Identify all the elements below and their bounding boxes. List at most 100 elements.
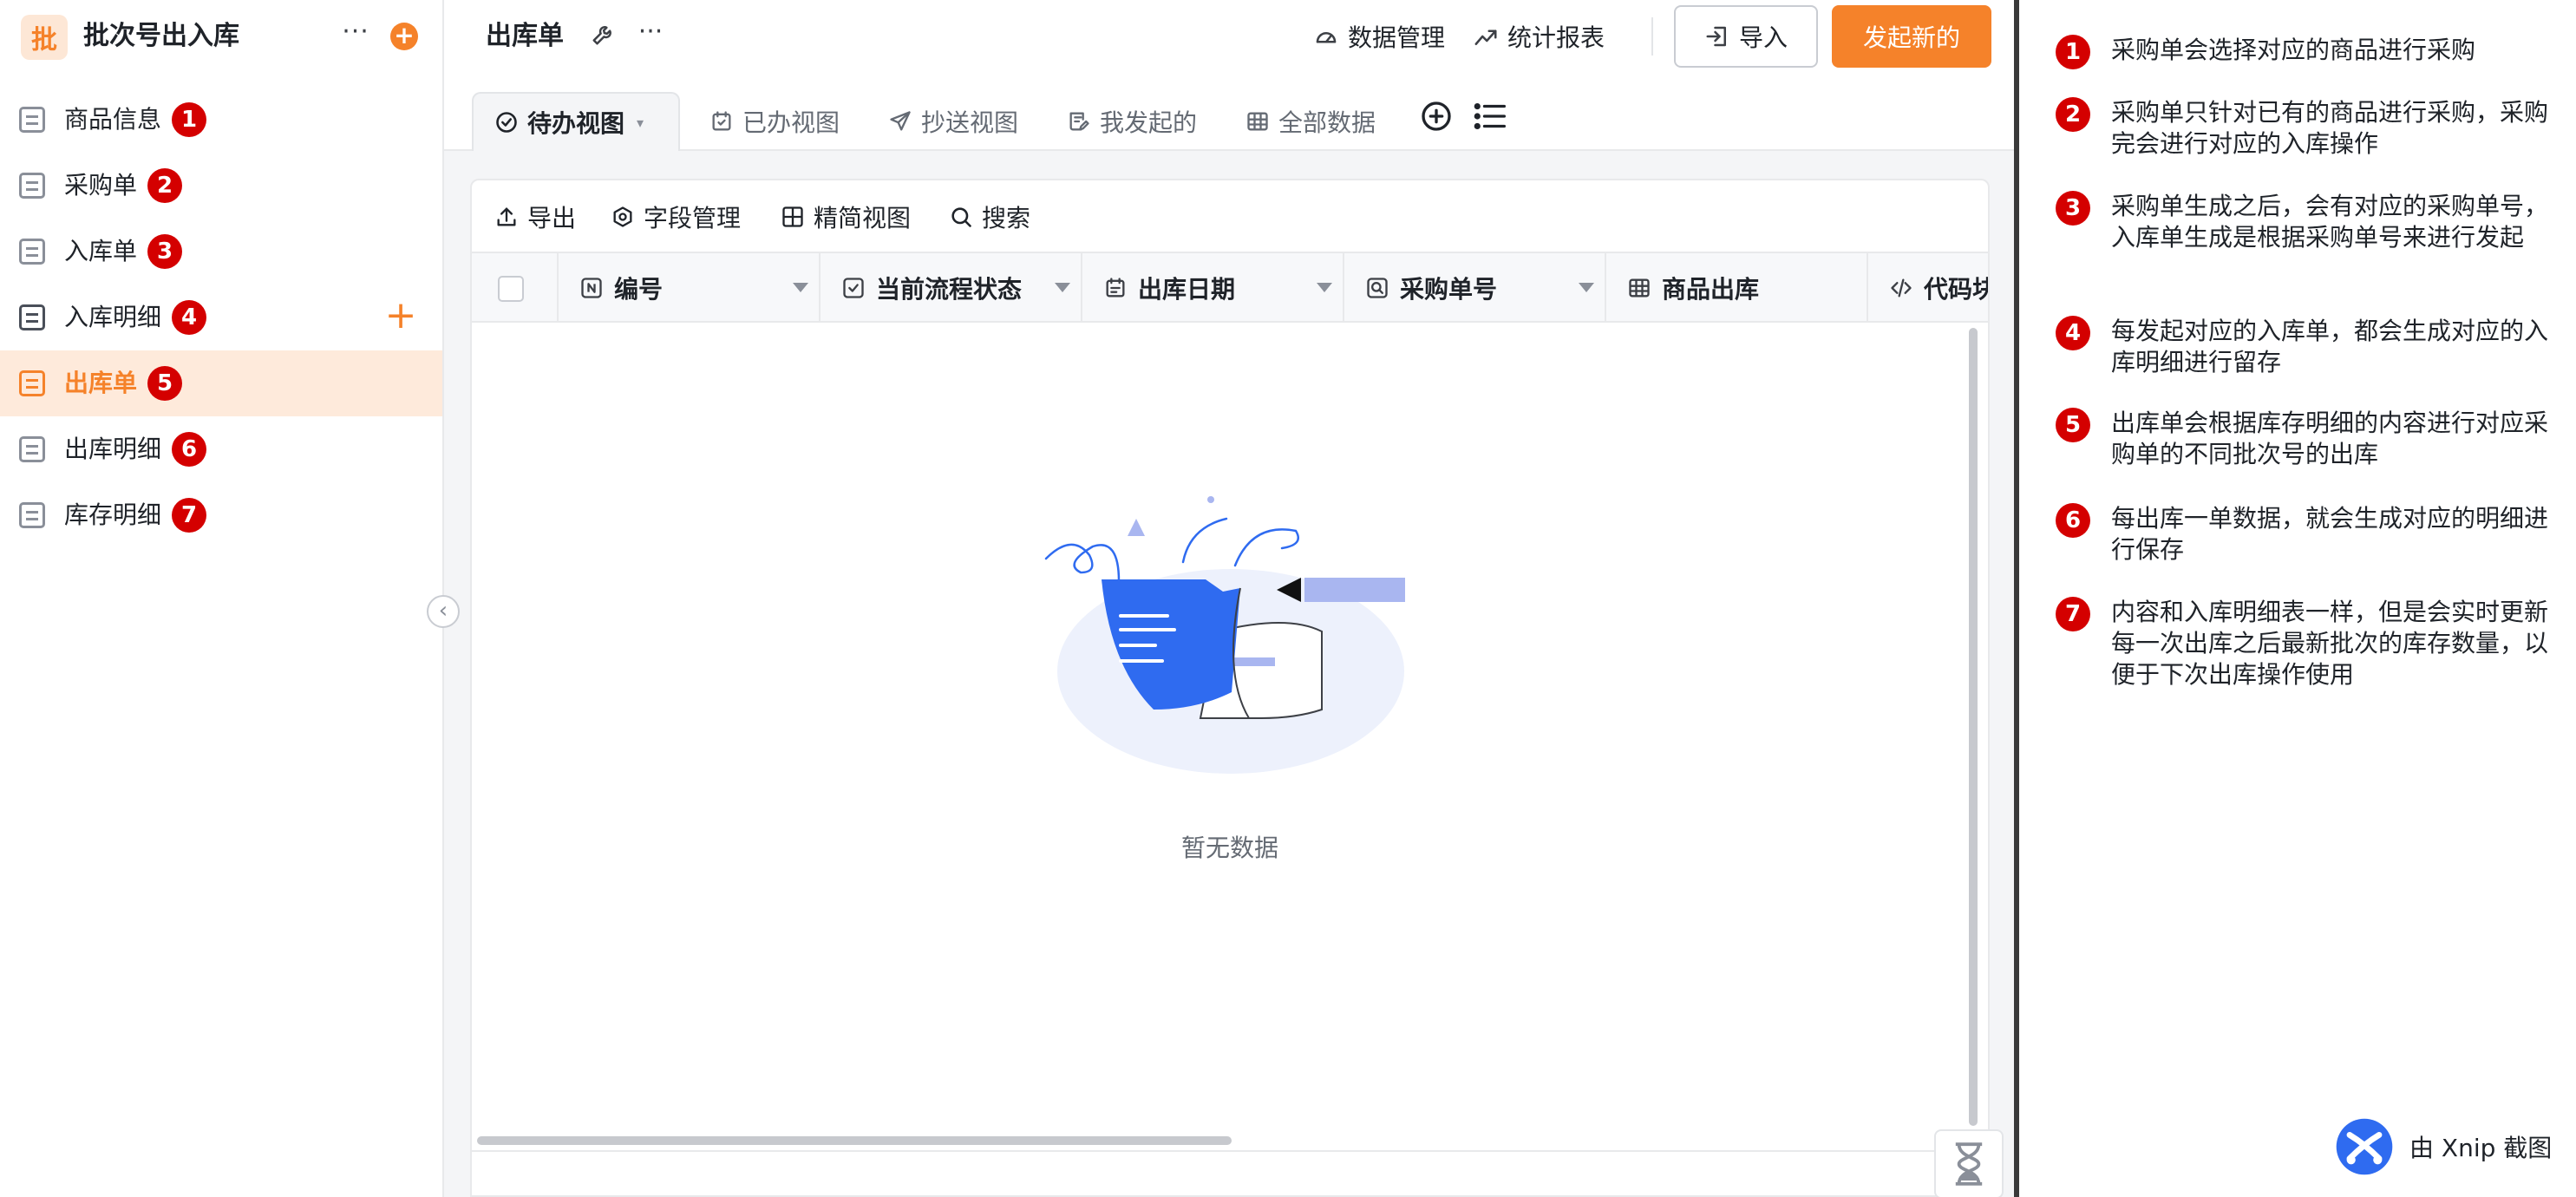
- compact-view-button[interactable]: 精简视图: [781, 200, 911, 234]
- note-text: 每出库一单数据，就会生成对应的明细进行保存: [2111, 504, 2549, 564]
- history-button[interactable]: [1934, 1129, 2004, 1197]
- number-badge: 4: [172, 300, 207, 335]
- tab-done-view[interactable]: 已办视图: [709, 92, 840, 151]
- sidebar-item-outbound-order[interactable]: 出库单 5: [0, 350, 442, 416]
- page-more-icon[interactable]: ···: [637, 16, 664, 47]
- sidebar-item-stock-detail[interactable]: 库存明细 7: [0, 482, 442, 548]
- calendar-check-icon: [712, 111, 731, 131]
- tab-todo-view[interactable]: 待办视图 ▾: [472, 92, 680, 151]
- form-icon: [19, 436, 45, 462]
- note-item: 2 采购单只针对已有的商品进行采购，采购完会进行对应的入库操作: [2056, 97, 2559, 160]
- watermark-text: 由 Xnip 截图: [2409, 1134, 2553, 1162]
- dashboard-icon: [1316, 32, 1337, 43]
- export-label: 导出: [527, 204, 577, 232]
- import-label: 导入: [1738, 23, 1788, 52]
- grid-icon: [782, 206, 803, 227]
- sidebar-item-purchase-order[interactable]: 采购单 2: [0, 153, 442, 219]
- column-header-purchase-no[interactable]: 采购单号: [1344, 253, 1606, 321]
- select-all-checkbox[interactable]: [498, 276, 524, 302]
- form-icon: [19, 239, 45, 265]
- search-button[interactable]: 搜索: [949, 200, 1030, 234]
- field-manage-label: 字段管理: [644, 204, 742, 232]
- column-header-number[interactable]: 编号: [559, 253, 821, 321]
- tab-label: 待办视图: [527, 109, 625, 138]
- vertical-scrollbar[interactable]: [1969, 328, 1978, 1126]
- sidebar-item-label: 采购单: [64, 171, 138, 200]
- form-icon: [19, 370, 45, 396]
- data-manage-link[interactable]: 数据管理: [1313, 19, 1445, 54]
- note-item: 7 内容和入库明细表一样，但是会实时更新每一次出库之后最新批次的库存数量，以便于…: [2056, 597, 2559, 690]
- sidebar-item-inbound-detail[interactable]: 入库明细 4 +: [0, 285, 442, 350]
- import-icon: [1706, 26, 1726, 47]
- add-item-icon[interactable]: +: [384, 293, 417, 337]
- list-icon[interactable]: [1473, 101, 1507, 132]
- note-text: 出库单会根据库存明细的内容进行对应采购单的不同批次号的出库: [2111, 409, 2549, 468]
- view-tabs: 待办视图 ▾ 已办视图 抄送视图 我发起的 全部数据: [444, 76, 2014, 151]
- column-menu-icon[interactable]: [793, 283, 808, 292]
- number-badge: 2: [2056, 97, 2090, 132]
- number-badge: 7: [2056, 597, 2090, 631]
- column-menu-icon[interactable]: [1055, 283, 1070, 292]
- column-header-flow-status[interactable]: 当前流程状态: [821, 253, 1082, 321]
- column-label: 商品出库: [1662, 275, 1760, 304]
- column-label: 当前流程状态: [876, 275, 1023, 304]
- number-badge: 3: [147, 234, 183, 269]
- field-manage-button[interactable]: 字段管理: [611, 200, 741, 234]
- main-area: 出库单 ··· 数据管理 统计报表 导入 发起新的 待办视图 ▾ 已办视图: [444, 0, 2014, 1197]
- sidebar-item-label: 入库单: [64, 237, 138, 265]
- sidebar-item-inbound-order[interactable]: 入库单 3: [0, 219, 442, 285]
- chevron-down-icon[interactable]: ▾: [637, 114, 644, 131]
- sidebar-item-label: 出库明细: [64, 435, 162, 463]
- reports-link[interactable]: 统计报表: [1473, 19, 1605, 54]
- export-button[interactable]: 导出: [494, 200, 576, 234]
- calendar-icon: [1106, 278, 1125, 298]
- note-item: 4 每发起对应的入库单，都会生成对应的入库明细进行留存: [2056, 316, 2559, 378]
- hourglass-icon: [1955, 1142, 1983, 1186]
- app-title: 批次号出入库: [83, 21, 239, 51]
- add-view-icon[interactable]: [1419, 99, 1454, 134]
- create-new-button[interactable]: 发起新的: [1832, 5, 1991, 68]
- page-title: 出库单: [486, 21, 564, 51]
- tab-cc-view[interactable]: 抄送视图: [888, 92, 1018, 151]
- column-menu-icon[interactable]: [1579, 283, 1594, 292]
- tab-label: 抄送视图: [921, 108, 1019, 137]
- tab-all-data[interactable]: 全部数据: [1246, 92, 1376, 151]
- upload-icon: [497, 207, 516, 226]
- trend-icon: [1474, 29, 1497, 45]
- form-icon: [19, 502, 45, 528]
- import-button[interactable]: 导入: [1674, 5, 1818, 68]
- top-bar: 出库单 ··· 数据管理 统计报表 导入 发起新的: [444, 0, 2014, 76]
- form-icon: [19, 304, 45, 330]
- tab-label: 全部数据: [1278, 108, 1376, 137]
- note-item: 3 采购单生成之后，会有对应的采购单号，入库单生成是根据采购单号来进行发起: [2056, 191, 2559, 253]
- number-badge: 3: [2056, 191, 2090, 226]
- form-icon: [19, 107, 45, 133]
- column-header-outbound-date[interactable]: 出库日期: [1082, 253, 1344, 321]
- number-badge: 6: [172, 432, 207, 467]
- column-header-product-outbound[interactable]: 商品出库: [1606, 253, 1868, 321]
- column-header-code-block[interactable]: 代码块: [1868, 253, 1988, 321]
- sidebar-item-label: 入库明细: [64, 303, 162, 331]
- xnip-watermark: 由 Xnip 截图: [2335, 1117, 2552, 1176]
- compact-view-label: 精简视图: [814, 204, 912, 232]
- column-menu-icon[interactable]: [1317, 283, 1332, 292]
- tab-my-initiated[interactable]: 我发起的: [1067, 92, 1197, 151]
- search-label: 搜索: [982, 204, 1031, 232]
- doc-edit-icon: [1069, 112, 1089, 131]
- sidebar-item-outbound-detail[interactable]: 出库明细 6: [0, 416, 442, 482]
- empty-state-illustration: [1044, 496, 1405, 774]
- xnip-logo-icon: [2336, 1118, 2393, 1175]
- wrench-icon[interactable]: [588, 21, 619, 52]
- table-toolbar: 导出 字段管理 精简视图 搜索: [472, 180, 1988, 253]
- sidebar-item-product-info[interactable]: 商品信息 1: [0, 87, 442, 153]
- check-circle-icon: [496, 112, 517, 133]
- note-text: 采购单生成之后，会有对应的采购单号，入库单生成是根据采购单号来进行发起: [2111, 192, 2549, 252]
- app-logo: 批: [21, 15, 68, 60]
- horizontal-scrollbar[interactable]: [477, 1136, 1232, 1145]
- collapse-sidebar-icon[interactable]: ‹: [427, 595, 460, 628]
- data-manage-label: 数据管理: [1348, 23, 1446, 52]
- app-add-icon[interactable]: +: [390, 23, 418, 50]
- app-more-icon[interactable]: ···: [342, 16, 369, 47]
- checkbox-field-icon: [843, 278, 864, 298]
- note-text: 采购单只针对已有的商品进行采购，采购完会进行对应的入库操作: [2111, 98, 2549, 158]
